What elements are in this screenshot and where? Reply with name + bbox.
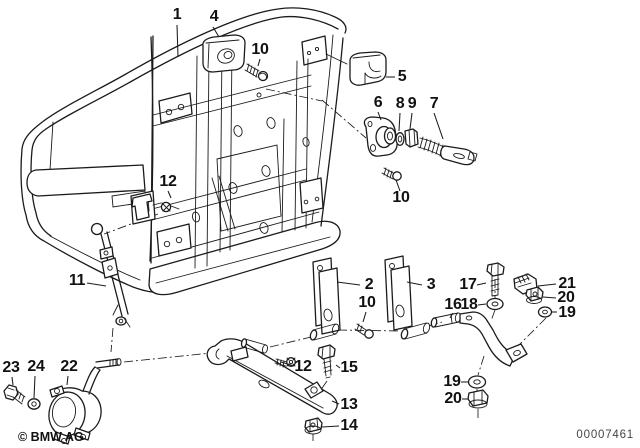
part-callout-2: 2 bbox=[364, 276, 374, 293]
nut-part20-upper bbox=[525, 286, 544, 304]
screw-part10-top bbox=[244, 63, 269, 82]
part-callout-24: 24 bbox=[27, 358, 45, 375]
base-plate bbox=[148, 220, 341, 296]
bracket-plate-part2 bbox=[312, 257, 341, 335]
screw-part10-mid bbox=[354, 323, 374, 339]
part-callout-7: 7 bbox=[429, 95, 439, 112]
bracket-plate-part3 bbox=[384, 255, 413, 331]
part-callout-5: 5 bbox=[397, 68, 407, 85]
stop-block-part5 bbox=[349, 51, 387, 86]
pin-below-part2 bbox=[309, 323, 340, 341]
part-callout-10: 10 bbox=[392, 189, 410, 206]
diagram-number: 00007461 bbox=[576, 429, 634, 441]
bolt-part23 bbox=[3, 384, 26, 405]
part-callout-17: 17 bbox=[459, 276, 477, 293]
washer-part19-upper bbox=[537, 306, 553, 318]
part-callout-4: 4 bbox=[209, 8, 219, 25]
seat-strap bbox=[26, 164, 147, 208]
support-bracket-part16 bbox=[459, 311, 528, 367]
part-callout-23: 23 bbox=[2, 359, 20, 376]
part-callout-18: 18 bbox=[460, 296, 478, 313]
bolt-part17 bbox=[486, 262, 505, 297]
leader-lines bbox=[11, 24, 557, 428]
part-callout-19: 19 bbox=[443, 373, 461, 390]
release-lever-part11 bbox=[90, 222, 131, 328]
washer-part8 bbox=[395, 132, 405, 146]
spring-bolt-part7 bbox=[417, 136, 478, 166]
washer-part19-lower bbox=[467, 375, 487, 389]
part-callout-9: 9 bbox=[407, 95, 417, 112]
part-callout-13: 13 bbox=[340, 396, 358, 413]
frame-structure bbox=[130, 34, 348, 269]
part-callout-19: 19 bbox=[558, 304, 576, 321]
part-callout-12: 12 bbox=[159, 173, 177, 190]
part-callout-16: 16 bbox=[444, 296, 462, 313]
bushing-on-rail bbox=[230, 338, 268, 362]
bolt-part15 bbox=[317, 344, 336, 379]
nut-part9 bbox=[404, 128, 419, 148]
pivot-flange-part6 bbox=[363, 116, 398, 157]
part-callout-1: 1 bbox=[172, 6, 182, 23]
part-callout-22: 22 bbox=[60, 358, 78, 375]
part-callout-11: 11 bbox=[68, 272, 86, 289]
part-callout-8: 8 bbox=[395, 95, 405, 112]
part-callout-14: 14 bbox=[340, 417, 358, 434]
washer-part24 bbox=[27, 398, 41, 410]
part-callout-12: 12 bbox=[294, 358, 312, 375]
pin-below-part3 bbox=[400, 322, 431, 340]
washer-part18 bbox=[486, 297, 504, 311]
part-callout-10: 10 bbox=[251, 41, 269, 58]
nut-part14 bbox=[304, 417, 323, 435]
part-callout-20: 20 bbox=[557, 289, 575, 306]
part-callout-10: 10 bbox=[358, 294, 376, 311]
clamp-part22 bbox=[48, 358, 122, 445]
part-callout-3: 3 bbox=[426, 276, 436, 293]
seat-backrest-frame bbox=[20, 7, 348, 296]
part-callout-6: 6 bbox=[373, 94, 383, 111]
screw-part10-right bbox=[381, 167, 402, 181]
guide-block-part4 bbox=[202, 34, 246, 73]
latch-part12-upper bbox=[131, 193, 180, 221]
part-callout-20: 20 bbox=[444, 390, 462, 407]
bmw-copyright: © BMW AG bbox=[18, 430, 84, 444]
part-callout-15: 15 bbox=[340, 359, 358, 376]
part-callout-21: 21 bbox=[558, 275, 576, 292]
